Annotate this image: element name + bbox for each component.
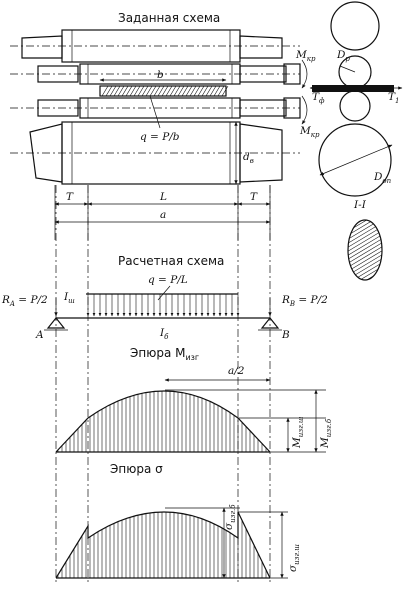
bottom-roll-neck-right [239,123,283,183]
label-r-b: RB = P/2 [281,294,328,308]
strip-hatch-line [133,85,141,97]
title-given-scheme: Заданная схема [118,11,220,25]
strip-hatch-line [165,85,173,97]
label-d-op: Dоп [373,171,392,185]
strip-hatch-line [173,85,181,97]
section-hatch-line [348,257,382,280]
section-hatch-line [348,220,382,245]
strip-hatch-line [177,85,185,97]
strip-hatch-line [161,85,169,97]
title-stress-diagram: Эпюра σ [110,462,163,476]
label-d-p: Dр [336,49,350,63]
section-hatch-line [348,241,382,273]
label-m-kr-top: Mкр [295,49,316,63]
label-a-half: a/2 [228,365,245,377]
label-q-given: q = P/b [140,131,180,143]
dim-a: a [160,209,166,221]
label-d-b: dв [243,151,254,165]
strip-hatch-line [181,85,189,97]
side-top-backup-roll [330,1,380,51]
label-t-1: T1 [388,91,399,105]
label-b: b [157,69,164,81]
roll-stack [10,29,300,185]
label-i-b: Iб [159,327,169,341]
torque-bottom-arrow [301,95,308,125]
section-hatching [348,220,382,280]
section-hatch-line [348,249,382,280]
stress-hatching [57,512,267,578]
section-hatch-line [348,265,382,280]
section-hatch-line [348,220,382,241]
dim-l: L [159,191,167,203]
section-hatch-line [348,229,382,261]
distributed-load-arrows [86,294,240,317]
label-section: I-I [353,199,367,211]
d-op-diameter [319,144,393,176]
strip-hatch-line [197,85,205,97]
stress-outline [55,511,271,579]
strip-hatch-line [145,85,153,97]
strip-hatch-line [189,85,197,97]
label-sigma-b: σизг.б [223,504,237,530]
title-moment-sub: изг [185,353,199,362]
label-m-b: Mизг.б [319,418,333,449]
strip-hatch-line [149,85,157,97]
strip-hatch-line [121,85,129,97]
label-m-sh: Mизг.ш [291,416,305,449]
drive-couplings [283,59,308,125]
label-b-support: B [281,329,290,341]
top-roll-neck-left [21,35,63,59]
strip-hatch-line [185,85,193,97]
label-q-calc: q = P/L [148,274,188,286]
strip-hatch-line [217,85,225,97]
strip-hatch-line [205,85,213,97]
strip-hatch-line [209,85,217,97]
support-a [46,317,66,329]
title-calc-scheme: Расчетная схема [118,254,224,268]
strip-hatch-line [137,85,145,97]
section-outline [347,219,383,281]
label-m-kr-bottom: Mкр [299,125,320,139]
side-view-rolls [309,1,403,197]
strip-hatch-line [101,85,109,97]
strip-load-hatching [101,85,229,97]
strip-hatch-line [213,85,221,97]
strip-hatch-line [105,85,113,97]
side-bottom-work-roll [339,90,371,122]
label-a: A [35,329,44,341]
label-i-sh: Iш [63,291,75,305]
strip-hatch-line [141,85,149,97]
strip-hatch-line [113,85,121,97]
side-strip [312,85,394,92]
strip-width-band [99,85,227,97]
strip-hatch-line [221,85,229,97]
title-moment-main: Эпюра M [130,346,185,360]
strip-hatch-line [157,85,165,97]
title-moment-diagram: Эпюра Mизг [130,346,199,362]
top-roll-neck-right [239,35,283,59]
label-r-a: RA = P/2 [1,294,48,308]
strip-hatch-line [201,85,209,97]
section-hatch-line [348,220,382,249]
strip-hatch-line [193,85,201,97]
strip-hatch-line [109,85,117,97]
label-t-f: Tф [312,91,325,105]
torque-top-arrow [301,59,308,89]
strip-hatch-line [153,85,161,97]
section-hatch-line [348,261,382,280]
strip-hatch-line [117,85,125,97]
dim-t-right: T [250,191,258,203]
moment-curve [55,390,271,453]
strip-hatch-line [129,85,137,97]
side-bottom-backup-roll [318,123,392,197]
support-b [260,317,280,329]
strip-hatch-line [125,85,133,97]
dim-t-left: T [66,191,74,203]
label-sigma-sh: σизг.ш [287,544,301,572]
strip-hatch-line [169,85,177,97]
